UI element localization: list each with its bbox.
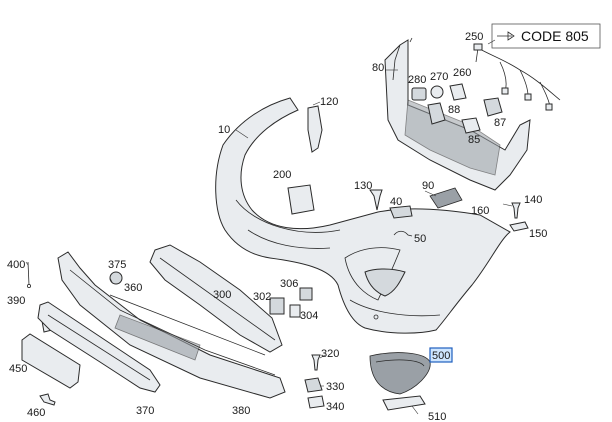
callout-375: 375 [108, 259, 126, 271]
clips-130-40-50 [369, 189, 413, 237]
screw-460 [39, 393, 56, 406]
bumper-cover [215, 97, 511, 334]
callout-90: 90 [422, 180, 434, 192]
code-805-box: CODE 805 [491, 23, 601, 49]
parking-sensors [411, 83, 503, 134]
clip-340 [307, 395, 325, 409]
callout-88: 88 [448, 104, 460, 116]
grille-insert-90 [429, 187, 463, 209]
trim-510 [382, 395, 426, 411]
callout-250: 250 [465, 31, 483, 43]
wiring-harness [473, 43, 561, 111]
callout-330: 330 [326, 381, 344, 393]
callout-270: 270 [430, 71, 448, 83]
absorber-300 [149, 244, 283, 353]
callout-50: 50 [414, 233, 426, 245]
callout-450: 450 [9, 363, 27, 375]
bracket-120 [307, 101, 323, 153]
fog-grille-500 [369, 352, 431, 395]
lower-spoiler-380 [57, 251, 286, 399]
callout-140: 140 [524, 194, 542, 206]
clip-150 [509, 221, 529, 232]
callout-300: 300 [213, 289, 231, 301]
callout-130: 130 [354, 180, 372, 192]
callout-306: 306 [280, 278, 298, 290]
callout-80: 80 [372, 62, 384, 74]
callout-400: 400 [7, 259, 25, 271]
control-module [287, 184, 315, 215]
code-805-label: CODE 805 [521, 28, 589, 44]
callout-10: 10 [218, 124, 230, 136]
callout-360: 360 [124, 282, 142, 294]
callout-200: 200 [273, 169, 291, 181]
callout-87: 87 [494, 117, 506, 129]
screw-140 [511, 202, 521, 219]
callout-85: 85 [468, 134, 480, 146]
highlight-box-500 [429, 347, 453, 363]
callout-340: 340 [326, 401, 344, 413]
callout-160: 160 [471, 205, 489, 217]
leader-lines [25, 39, 513, 415]
clip-375 [109, 271, 123, 285]
callout-510: 510 [428, 411, 446, 422]
brackets-302-306-304 [269, 287, 313, 318]
callout-120: 120 [320, 96, 338, 108]
cable-400 [26, 261, 31, 288]
lower-trim-370 [37, 301, 161, 393]
sensor-330 [304, 377, 323, 393]
callout-280: 280 [408, 74, 426, 86]
callout-390: 390 [7, 295, 25, 307]
callout-260: 260 [453, 67, 471, 79]
callout-370: 370 [136, 405, 154, 417]
plate-holder-450 [21, 333, 81, 389]
strip-360 [109, 294, 266, 356]
callout-labels: 10 80 120 250 280 270 260 88 87 85 90 20… [7, 31, 547, 422]
screw-320 [311, 354, 321, 371]
callout-40: 40 [390, 196, 402, 208]
callout-500: 500 [432, 350, 450, 362]
callout-320: 320 [321, 348, 339, 360]
callout-304: 304 [300, 310, 318, 322]
callout-150: 150 [529, 228, 547, 240]
grille-assembly [384, 37, 531, 191]
callout-380: 380 [232, 405, 250, 417]
callout-302: 302 [253, 291, 271, 303]
callout-460: 460 [27, 407, 45, 419]
